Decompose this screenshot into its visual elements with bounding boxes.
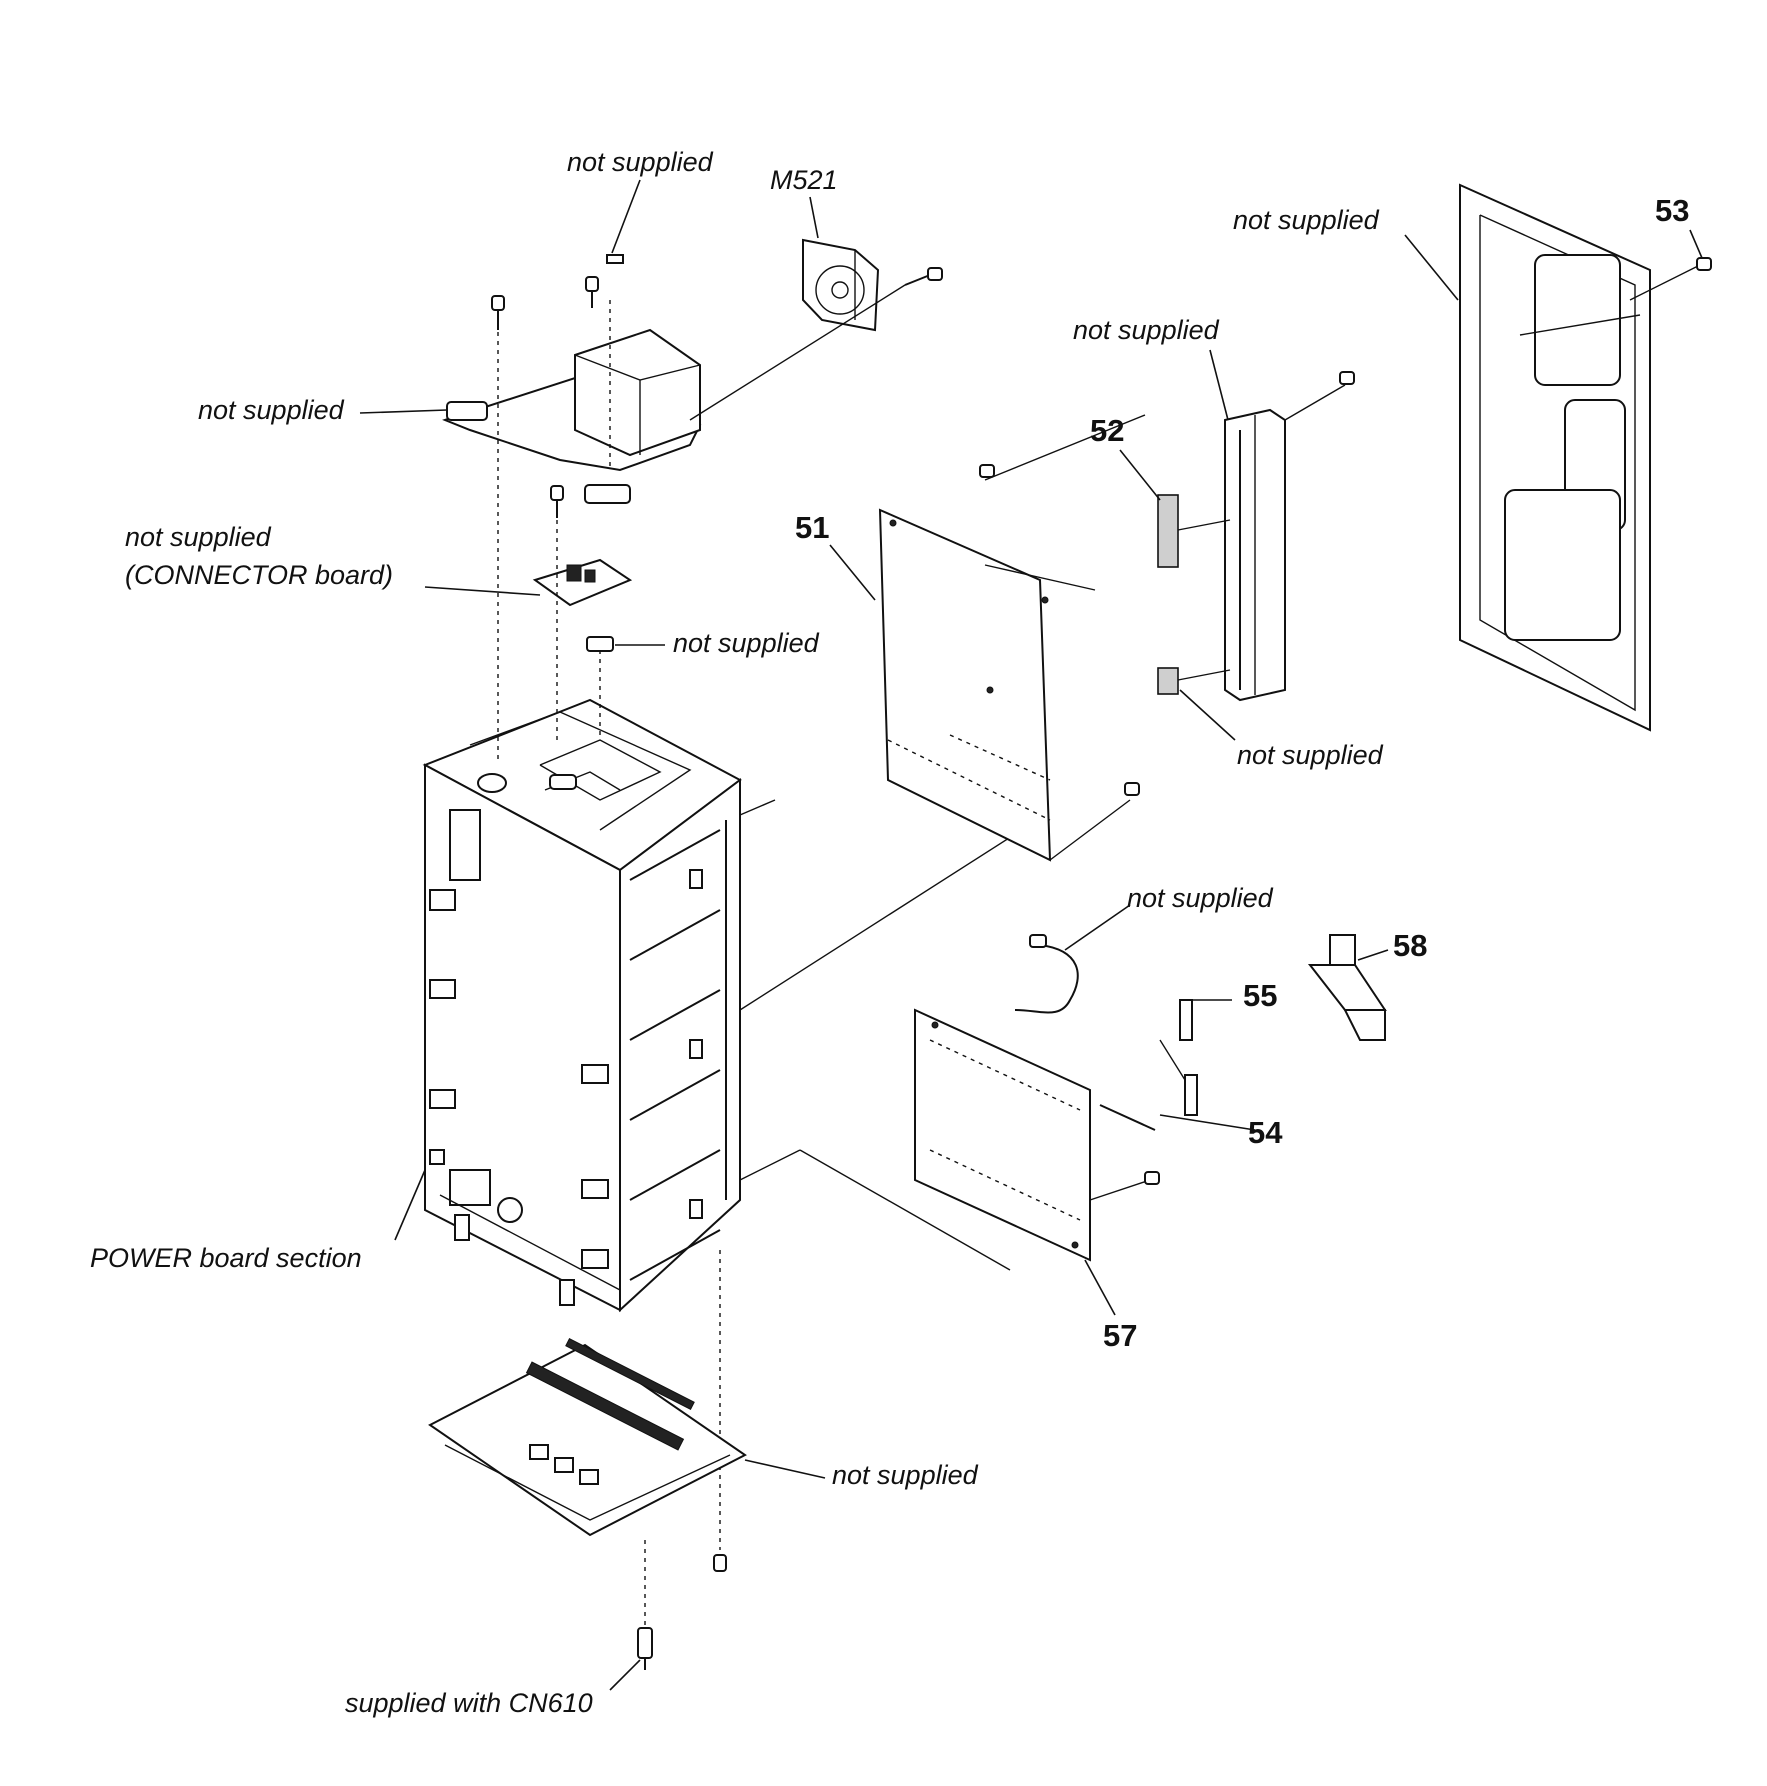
cable-not-supplied-label: not supplied — [1127, 883, 1273, 913]
small-not-supplied-label: not supplied — [673, 628, 819, 658]
part-number-52: 52 — [1090, 413, 1125, 448]
part-number-51: 51 — [795, 510, 830, 545]
part-number-53: 53 — [1655, 193, 1690, 228]
left-not-supplied-label: not supplied — [198, 395, 344, 425]
supplied-with-cn610-label: supplied with CN610 — [345, 1688, 593, 1718]
bottom-screws — [637, 1554, 727, 1670]
part-number-55: 55 — [1243, 978, 1278, 1013]
m521-label: M521 — [770, 165, 838, 195]
connector-board — [532, 558, 633, 607]
top-not-supplied-label: not supplied — [567, 147, 713, 177]
main-chassis — [422, 698, 742, 1313]
part-58-cable — [1307, 934, 1387, 1041]
connector-board-label: (CONNECTOR board) — [125, 560, 394, 590]
part-number-58: 58 — [1393, 928, 1428, 963]
part-53-not-supplied-label: not supplied — [1233, 205, 1379, 235]
leader-lines — [359, 179, 1703, 1691]
bottom-not-supplied-label: not supplied — [832, 1460, 978, 1490]
assembly-lines — [497, 284, 1046, 1550]
top-screws — [491, 254, 624, 518]
part-number-57: 57 — [1103, 1318, 1138, 1353]
part-57-board — [914, 934, 1160, 1262]
connector-not-supplied-label: not supplied — [125, 522, 271, 552]
fan-screw — [904, 267, 943, 286]
part-51-board — [878, 414, 1146, 862]
part-number-54: 54 — [1248, 1115, 1283, 1150]
part-52-holder — [1157, 371, 1355, 702]
part-52-not-supplied-bottom-label: not supplied — [1237, 740, 1383, 770]
small-spacer — [586, 636, 614, 652]
bottom-plate — [428, 1337, 747, 1625]
transformer-assembly — [442, 328, 702, 504]
part-55-54 — [1099, 999, 1198, 1131]
part-52-not-supplied-top-label: not supplied — [1073, 315, 1219, 345]
fan-motor-m521 — [802, 238, 880, 332]
part-53-frame — [1459, 183, 1712, 732]
power-board-section-label: POWER board section — [90, 1243, 362, 1273]
